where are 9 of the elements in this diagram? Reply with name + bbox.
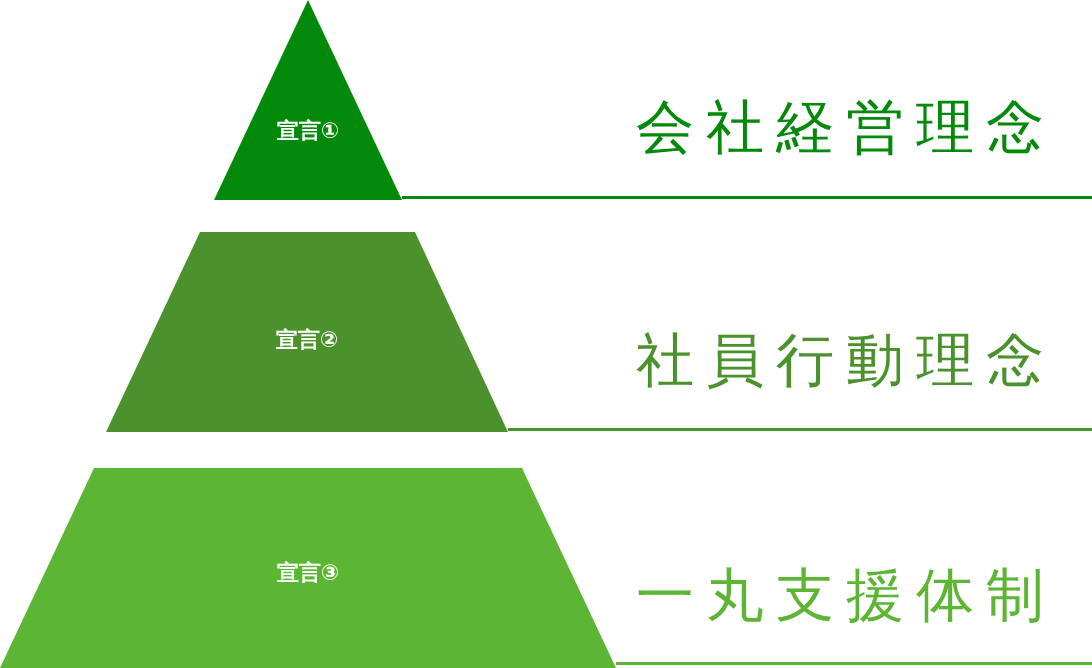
pyramid-tier (0, 468, 616, 668)
tier-label: 宣言① (276, 118, 340, 143)
tier-heading: 一丸支援体制 (636, 560, 1056, 630)
tier-label: 宣言③ (276, 560, 340, 585)
tier-label: 宣言② (275, 327, 339, 352)
pyramid-tier (106, 232, 508, 432)
tier-heading: 会社経営理念 (636, 92, 1056, 162)
pyramid-tier (214, 0, 402, 200)
tier-heading: 社員行動理念 (636, 325, 1056, 395)
